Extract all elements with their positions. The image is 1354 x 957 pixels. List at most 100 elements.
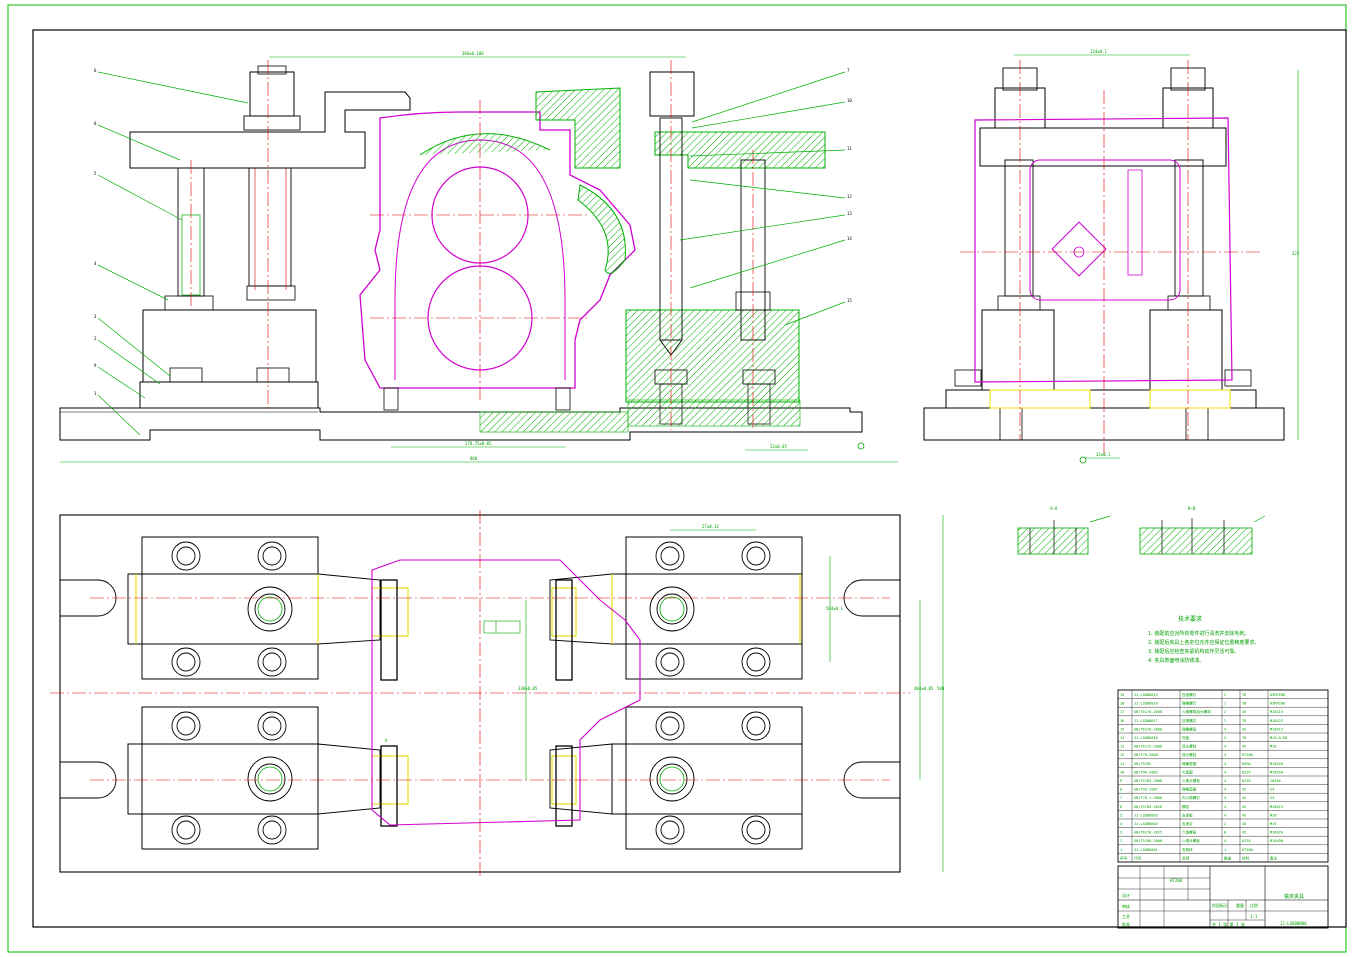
note-line: 3. 装配后应检查夹紧机构动作灵活可靠。 bbox=[1148, 648, 1239, 655]
parts-table-cell: 19 bbox=[1120, 693, 1124, 697]
parts-table-cell: JJ-LSDB0016 bbox=[1134, 736, 1158, 740]
tb-design-label: 设计 bbox=[1122, 892, 1130, 898]
parts-table-cell: 六角头螺栓 bbox=[1182, 778, 1200, 783]
parts-table-cell: 3 bbox=[1120, 831, 1122, 835]
parts-table-cell: A3RP206 bbox=[1270, 702, 1285, 706]
parts-table-cell: 弹簧螺母 bbox=[1182, 726, 1197, 731]
section-details: A—A B—B bbox=[1017, 506, 1266, 555]
parts-table-cell: M16X20 bbox=[1270, 831, 1283, 835]
parts-table-cell: M16X12 bbox=[1270, 727, 1283, 731]
parts-table-cell: 45 bbox=[1242, 831, 1246, 835]
parts-table-cell: M16 bbox=[1270, 745, 1277, 749]
parts-table-cell: 10 bbox=[1120, 770, 1124, 774]
parts-table-cell: 六角螺母 bbox=[1182, 830, 1197, 835]
dim-base-len: 868 bbox=[470, 456, 478, 461]
parts-table-cell: 1 bbox=[1120, 848, 1122, 852]
parts-table-cell: 45 bbox=[1242, 788, 1246, 792]
parts-table-cell: 压板 bbox=[1182, 735, 1190, 740]
tb-weight-label: 重量 bbox=[1236, 902, 1244, 908]
parts-table-cell: 9 bbox=[1120, 779, 1122, 783]
parts-table-cell: 六角头螺栓 bbox=[1182, 838, 1200, 843]
parts-table-cell: T8 bbox=[1242, 736, 1246, 740]
dim-plan-total: 580 bbox=[937, 686, 945, 691]
parts-table-cell: 6 bbox=[1120, 805, 1122, 809]
callout-labels: 6 8 5 4 3 2 9 1 7 10 11 12 13 14 15 bbox=[94, 68, 852, 396]
parts-table-cell: 2 bbox=[1224, 822, 1226, 826]
dim-plan-h1: 504±0.1 bbox=[826, 606, 843, 611]
parts-table-cell: 4 bbox=[1224, 762, 1226, 766]
dim-side-bot: 32±0.1 bbox=[1096, 452, 1111, 457]
parts-table-cell: M16X90 bbox=[1270, 839, 1283, 843]
inner-border bbox=[32, 29, 1347, 928]
parts-table-cell: 2 bbox=[1120, 839, 1122, 843]
parts-table-header: 序号 bbox=[1120, 855, 1128, 860]
leaders-left bbox=[97, 71, 846, 436]
parts-table-cell: 弹簧螺钉 bbox=[1182, 701, 1197, 706]
parts-table-cell: 4 bbox=[1224, 813, 1226, 817]
parts-table-cell: M16X22 bbox=[1270, 719, 1283, 723]
parts-table-cell: Q235 bbox=[1242, 770, 1251, 774]
parts-table-cell: T8 bbox=[1242, 693, 1246, 697]
parts-table-cell: M16X15 bbox=[1270, 710, 1283, 714]
note-line: 4. 夹具表面喷涂防锈漆。 bbox=[1148, 657, 1204, 664]
parts-table-cell: M16 bbox=[1270, 813, 1277, 817]
dim-side-top: 124±0.1 bbox=[1090, 49, 1107, 54]
callout-9: 9 bbox=[94, 363, 97, 368]
parts-table-cell: 4 bbox=[1224, 796, 1226, 800]
parts-table-cell: GB/T6170-2000 bbox=[1134, 710, 1162, 714]
parts-table-header: 数量 bbox=[1224, 855, 1232, 860]
parts-table-header: 代号 bbox=[1134, 855, 1142, 860]
tb-stage-label: 阶段标记 bbox=[1212, 902, 1228, 908]
parts-table-cell: 4 bbox=[1224, 839, 1226, 843]
parts-table-cell: 5 bbox=[1120, 813, 1122, 817]
parts-table-cell: 24 bbox=[1270, 796, 1274, 800]
parts-table-header: 名称 bbox=[1182, 855, 1190, 860]
parts-table-cell: 15 bbox=[1120, 727, 1124, 731]
callout-7: 7 bbox=[847, 68, 850, 73]
parts-table-cell: 4 bbox=[1224, 745, 1226, 749]
parts-table-cell: GB/T5783-2000 bbox=[1134, 779, 1162, 783]
parts-table-cell: 支承板 bbox=[1182, 812, 1193, 817]
callout-1: 1 bbox=[94, 391, 97, 396]
parts-table-cell: M16 bbox=[1270, 822, 1277, 826]
callout-3: 3 bbox=[94, 314, 97, 319]
parts-table-cell: 2 bbox=[1224, 710, 1226, 714]
parts-table-cell: 45 bbox=[1242, 710, 1246, 714]
parts-table-cell: 4 bbox=[1224, 727, 1226, 731]
parts-table-cell: 24 bbox=[1270, 788, 1274, 792]
parts-table-cell: 2 bbox=[1224, 736, 1226, 740]
parts-table-cell: GB/T6170-2015 bbox=[1134, 831, 1162, 835]
parts-table-cell: 45 bbox=[1242, 727, 1246, 731]
parts-table-header: 备注 bbox=[1270, 855, 1278, 860]
callout-12: 12 bbox=[847, 194, 852, 199]
tb-scale-label: 比例 bbox=[1250, 902, 1258, 908]
parts-table-cell: 11 bbox=[1120, 762, 1124, 766]
dim-plan-h2: 404±0.05 bbox=[914, 686, 934, 691]
right-support-block-section bbox=[625, 309, 800, 403]
dim-side-height: 322 bbox=[1292, 251, 1300, 256]
parts-table-cell: 12 bbox=[1120, 753, 1124, 757]
parts-table-cell: 65Mn bbox=[1242, 762, 1251, 766]
parts-table-cell: GB/T5783-2016 bbox=[1134, 805, 1162, 809]
tb-sheet: 共 1 张 第 1 张 bbox=[1212, 921, 1245, 927]
parts-table-cell: M16-0.88 bbox=[1270, 736, 1287, 740]
parts-table-cell: 16 bbox=[1120, 719, 1124, 723]
parts-table-cell: 4 bbox=[1224, 788, 1226, 792]
parts-table-cell: GB/T93-1987 bbox=[1134, 788, 1158, 792]
parts-table-header: 材料 bbox=[1242, 855, 1250, 860]
parts-table-cell: HT200 bbox=[1242, 753, 1253, 757]
parts-table-cell: M16X50 bbox=[1270, 770, 1283, 774]
callout-2: 2 bbox=[94, 336, 97, 341]
callout-14: 14 bbox=[847, 236, 852, 241]
parts-table-cell: 4 bbox=[1224, 770, 1226, 774]
parts-table-cell: 45 bbox=[1242, 805, 1246, 809]
parts-table-cell: 7 bbox=[1120, 796, 1122, 800]
tb-drawing-title: 铣床夹具 bbox=[1284, 893, 1304, 900]
parts-table-cell: 4 bbox=[1224, 753, 1226, 757]
section-a-title: A—A bbox=[1050, 506, 1058, 511]
parts-table-cell: GB/T79-2000 bbox=[1134, 753, 1158, 757]
plan-view: 27±0.12 504±0.1 404±0.05 580 330±0.05 A bbox=[50, 510, 945, 878]
parts-table-cell: 内六角螺钉 bbox=[1182, 795, 1200, 800]
parts-table-cell: 大垫圈 bbox=[1182, 769, 1193, 774]
parts-table-cell: M16X20 bbox=[1270, 762, 1283, 766]
